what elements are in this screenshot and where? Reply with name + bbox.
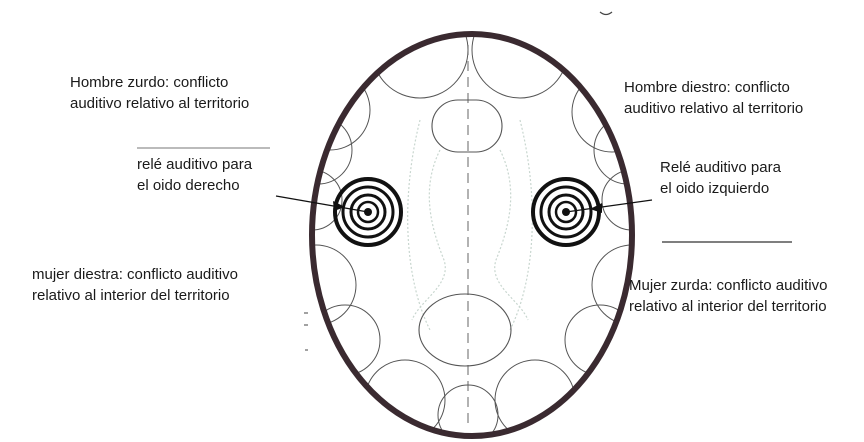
label-line: relé auditivo para <box>137 156 253 173</box>
skull-outline <box>309 31 635 439</box>
label-left-handed-woman: Mujer zurda: conflicto auditivo relativo… <box>629 275 827 317</box>
lobe-left-mid <box>312 169 343 231</box>
label-relay-left-ear: Relé auditivo para el oido izquierdo <box>660 157 781 199</box>
inner-ventricles <box>407 119 533 331</box>
right-relay-arrowhead <box>590 203 602 213</box>
label-line: mujer diestra: conflicto auditivo <box>32 266 238 283</box>
lower-central-shape <box>418 293 512 367</box>
label-line: relativo al interior del territorio <box>32 287 230 304</box>
label-line: Mujer zurda: conflicto auditivo <box>629 277 828 294</box>
lobe-right-mid <box>601 169 632 231</box>
top-mark <box>599 11 613 16</box>
lobe-right-lower <box>591 244 632 326</box>
left-relay-arrowhead <box>333 201 345 211</box>
left-ventricle-outline <box>411 149 446 321</box>
label-line: relativo al interior del territorio <box>629 298 827 315</box>
label-line: auditivo relativo al territorio <box>70 95 250 112</box>
right-relay-pointer <box>565 199 653 213</box>
label-relay-right-ear: relé auditivo para el oido derecho <box>137 154 252 196</box>
label-line: el oido izquierdo <box>660 180 770 197</box>
label-line: Hombre zurdo: conflicto <box>70 74 229 91</box>
lobe-top-left-1 <box>371 34 469 99</box>
label-line: Relé auditivo para <box>660 159 781 176</box>
right-ventricle-outline <box>494 149 529 321</box>
inner-ring-right <box>509 119 533 331</box>
label-line: Hombre diestro: conflicto <box>624 79 790 96</box>
label-right-handed-man: Hombre diestro: conflicto auditivo relat… <box>624 77 803 119</box>
upper-central-shape <box>431 99 503 153</box>
label-left-handed-man: Hombre zurdo: conflicto auditivo relativ… <box>70 72 249 114</box>
lobe-right-bottom <box>564 304 632 376</box>
inner-ring-left <box>407 119 431 331</box>
label-line: auditivo relativo al territorio <box>624 100 804 117</box>
label-line: el oido derecho <box>137 177 240 194</box>
left-auditory-relay-target <box>333 177 403 247</box>
label-right-handed-woman: mujer diestra: conflicto auditivo relati… <box>32 264 238 306</box>
lobe-top-right-1 <box>471 34 569 99</box>
left-relay-pointer <box>275 195 369 213</box>
lobe-left-bottom <box>312 304 381 376</box>
